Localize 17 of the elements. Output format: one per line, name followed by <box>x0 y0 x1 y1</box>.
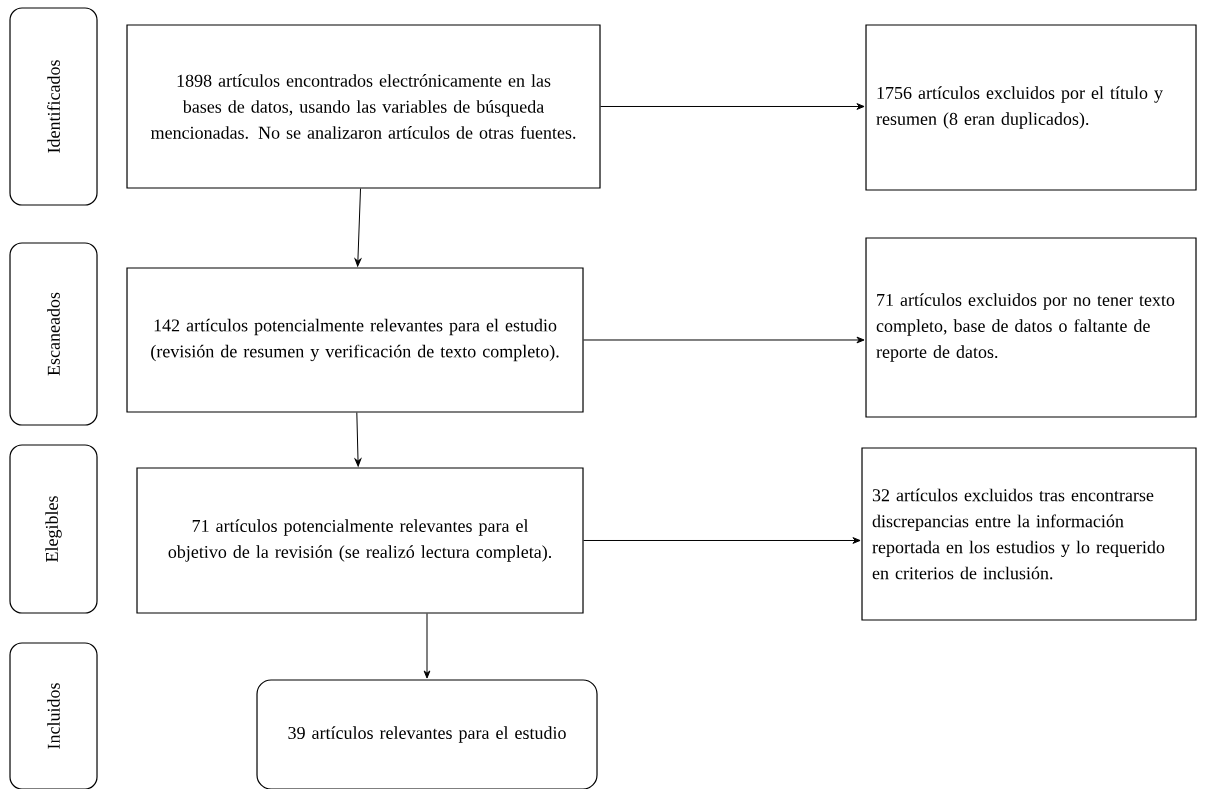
stage-label: Incluidos <box>9 642 98 789</box>
stage-label: Identificados <box>9 7 98 206</box>
exclusion-box: 71 artículos excluidos por no tener texto completo, base de datos o faltante de reporte de datos. <box>865 237 1197 418</box>
arrow <box>423 613 431 679</box>
process-box: 71 artículos potencialmente relevantes para el objetivo de la revisión (se realizó lectura completa). <box>136 467 584 614</box>
arrow <box>583 537 861 544</box>
arrow <box>354 188 362 267</box>
arrow <box>354 412 362 467</box>
stage-label: Elegibles <box>9 444 98 614</box>
exclusion-box: 32 artículos excluidos tras encontrarse discrepancias entre la información reportada en los estudios y lo requerido en criterios de inclusión. <box>861 447 1197 621</box>
process-box: 142 artículos potencialmente relevantes para el estudio (revisión de resumen y verificación de texto completo). <box>126 267 584 413</box>
result-box: 39 artículos relevantes para el estudio <box>256 679 598 789</box>
exclusion-box: 1756 artículos excluidos por el título y resumen (8 eran duplicados). <box>865 24 1197 191</box>
stage-label: Escaneados <box>9 242 98 426</box>
arrow <box>600 103 865 110</box>
arrow <box>583 336 865 344</box>
process-box: 1898 artículos encontrados electrónicamente en las bases de datos, usando las variables de búsqueda mencionadas. No se analizaron artículos de otras fuentes. <box>126 24 601 189</box>
